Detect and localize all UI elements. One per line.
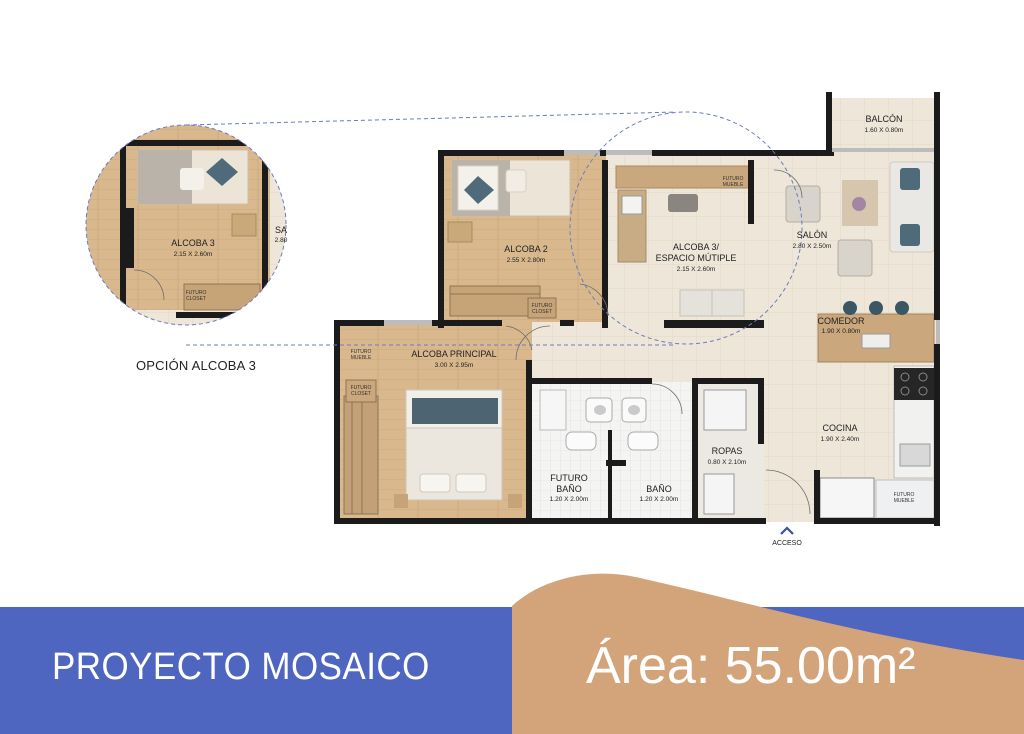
balcon-name: BALCÓN (865, 114, 902, 124)
alcoba2-dim: 2.55 X 2.80m (507, 257, 546, 264)
hall-floor (532, 322, 696, 382)
zoom-alcoba3-dim: 2.15 X 2.60m (174, 251, 213, 258)
area-label: Área: 55.00m² (586, 637, 916, 695)
salon-dim: 2.80 X 2.50m (793, 243, 832, 250)
windows (384, 148, 940, 344)
access-label: ACCESO (772, 540, 802, 547)
cocina-name: COCINA (822, 423, 857, 433)
doors (505, 169, 811, 515)
note-mueble-2b: MUEBLE (351, 355, 372, 361)
alcoba-principal-name: ALCOBA PRINCIPAL (411, 349, 496, 359)
note-closet-2a: FUTURO (351, 385, 372, 391)
note-closet-2b: CLOSET (351, 391, 371, 397)
zoom-alcoba3-name: ALCOBA 3 (171, 238, 215, 248)
closet (343, 395, 379, 515)
banner-accent-shape (512, 573, 1024, 734)
balcony-floor (828, 98, 940, 152)
bano-name: BAÑO (646, 484, 672, 494)
ropas-dim: 0.80 X 2.10m (708, 459, 747, 466)
alcoba3-dim: 2.15 X 2.60m (677, 266, 716, 273)
access-marker: ACCESO (772, 526, 802, 547)
furniture (343, 159, 935, 519)
note-mueble-2a: FUTURO (351, 349, 372, 355)
sink (899, 443, 931, 467)
comedor-name: COMEDOR (818, 316, 866, 326)
alcoba-principal-dim: 3.00 X 2.95m (435, 362, 474, 369)
note-closet-1b: CLOSET (532, 309, 552, 315)
note-mueble-3b: MUEBLE (894, 498, 915, 504)
note-closet-3a: FUTURO (186, 290, 207, 296)
chevron-up-icon (780, 526, 794, 535)
zoom-partial-name: SA (275, 225, 287, 235)
note-mueble-1a: FUTURO (723, 176, 744, 182)
futuro-bano-name2: BAÑO (556, 484, 582, 494)
pillow-icon (464, 176, 494, 204)
note-closet-1a: FUTURO (532, 303, 553, 309)
option-alcoba3-label: OPCIÓN ALCOBA 3 (136, 358, 257, 373)
cocina-dim: 1.90 X 2.40m (821, 436, 860, 443)
zoom-partial-dim: 2.80 (275, 237, 288, 244)
futuro-bano-dim: 1.20 X 2.00m (550, 496, 589, 503)
alcoba2-name: ALCOBA 2 (504, 244, 548, 254)
stove (894, 368, 934, 400)
zoom-connectors (185, 111, 803, 346)
note-closet-3b: CLOSET (186, 296, 206, 302)
room-labels: BALCÓN 1.60 X 0.80m SALÓN 2.80 X 2.50m A… (171, 114, 903, 503)
bano-dim: 1.20 X 2.00m (640, 496, 679, 503)
ropas-name: ROPAS (712, 446, 743, 456)
future-notes: FUTURO MUEBLE FUTURO CLOSET FUTURO MUEBL… (186, 176, 915, 504)
note-mueble-3a: FUTURO (894, 492, 915, 498)
alcoba3-name2: ESPACIO MÚTIPLE (656, 253, 737, 263)
salon-name: SALÓN (797, 230, 828, 240)
walls (334, 92, 940, 526)
comedor-dim: 1.90 X 0.80m (822, 328, 861, 335)
note-mueble-1b: MUEBLE (723, 182, 744, 188)
balcon-dim: 1.60 X 0.80m (865, 127, 904, 134)
alcoba3-name1: ALCOBA 3/ (673, 242, 720, 252)
project-title: PROYECTO MOSAICO (52, 646, 430, 688)
option-zoom-circle (85, 124, 287, 326)
futuro-bano-name1: FUTURO (550, 473, 588, 483)
